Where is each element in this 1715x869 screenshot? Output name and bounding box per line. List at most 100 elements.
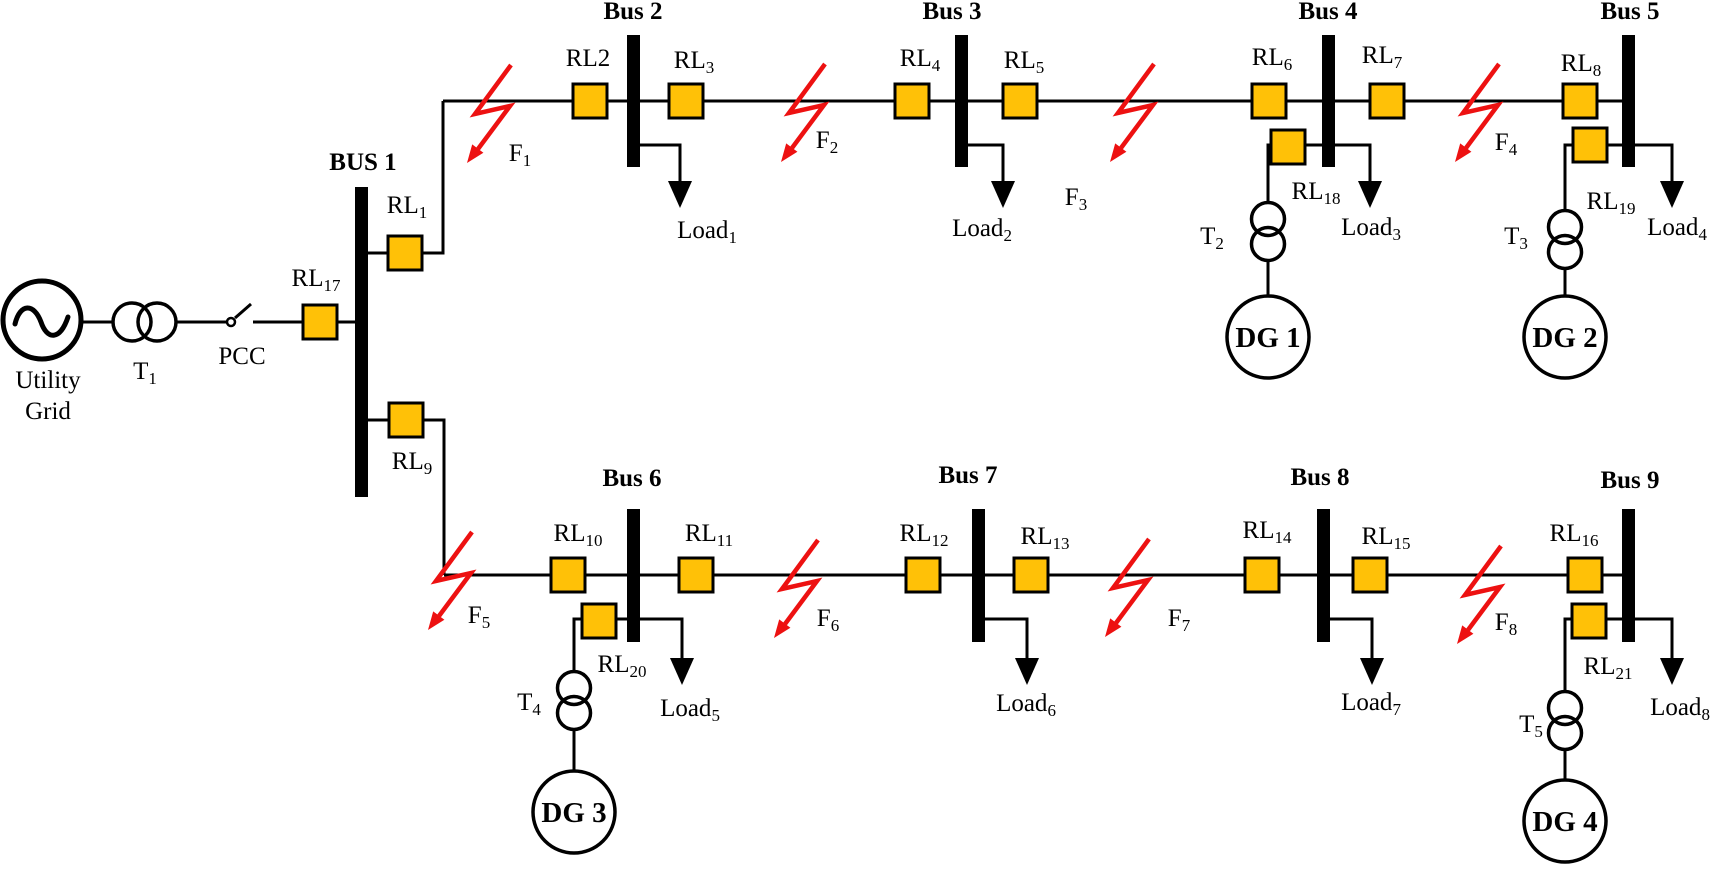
relay-RL17 <box>301 303 339 341</box>
load-5-label: Load5 <box>660 695 720 725</box>
fault-F1-bolt-icon <box>469 63 516 151</box>
load-2-label: Load2 <box>952 215 1012 245</box>
relay-RL5-label: RL5 <box>1004 47 1044 77</box>
relay-RL21 <box>1570 602 1608 640</box>
dg1-generator-icon <box>1225 294 1311 380</box>
fault-F5-arrowhead-icon <box>428 611 445 630</box>
relay-RL14 <box>1243 556 1281 594</box>
load-5: Load5 <box>634 617 720 725</box>
load-1-arrow-icon <box>668 181 692 208</box>
load-6-arrow-icon <box>1015 658 1039 685</box>
relay-RL7-label: RL7 <box>1362 42 1403 72</box>
bus-9-label: Bus 9 <box>1600 467 1659 494</box>
bus-2-label: Bus 2 <box>603 0 662 25</box>
fault-F1-label: F1 <box>509 140 531 170</box>
fault-F4-label: F4 <box>1495 129 1518 159</box>
bus-1-bar <box>355 187 368 497</box>
load-3-label: Load3 <box>1341 214 1401 244</box>
load-4: Load4 <box>1635 143 1707 244</box>
relay-RL18-label: RL18 <box>1292 178 1341 208</box>
fault-F4-bolt-icon <box>1457 62 1504 150</box>
relay-RL13-label: RL13 <box>1021 523 1070 553</box>
transformer-t1-coil-1 <box>111 301 153 343</box>
relay-RL3-label: RL3 <box>674 47 714 77</box>
fault-F6-bolt-icon <box>776 538 823 626</box>
bus-4-label: Bus 4 <box>1298 0 1358 25</box>
dg2-generator-icon <box>1522 294 1608 380</box>
relay-RL5 <box>1001 82 1039 120</box>
relay-RL9 <box>387 401 425 439</box>
relay-RL10 <box>549 556 587 594</box>
relay-RL11-label: RL11 <box>685 520 733 550</box>
transformer-t3-coil-1 <box>1546 208 1584 246</box>
dg-branches: T2 DG 1 T3 DG 2 T4 DG 3 T5 DG 4 <box>517 143 1622 864</box>
relay-RL9-label: RL9 <box>392 448 432 478</box>
load-1-line <box>634 143 682 183</box>
relays <box>301 82 1609 640</box>
relay-RL21-label: RL21 <box>1584 653 1633 683</box>
relay-RL8-label: RL8 <box>1561 50 1601 80</box>
fault-F8-bolt-icon <box>1459 544 1506 632</box>
dg1-label: DG 1 <box>1235 322 1300 354</box>
relay-labels: RL1 RL2 RL3 RL4 RL5 RL6 RL7 RL8 RL9 RL10… <box>292 42 1636 683</box>
bus-6-label: Bus 6 <box>602 465 661 492</box>
fault-F7-arrowhead-icon <box>1105 618 1122 637</box>
bus-9-bar <box>1622 509 1635 642</box>
dg3-generator-icon <box>531 769 617 855</box>
transformer-t1-label: T1 <box>133 358 157 388</box>
bus6-dg3-branch-line <box>572 617 634 771</box>
bus-7-bar <box>972 509 985 642</box>
relay-RL8 <box>1561 82 1599 120</box>
load-7: Load7 <box>1330 617 1401 719</box>
fault-F6 <box>774 538 823 638</box>
load-7-line <box>1330 617 1374 660</box>
fault-F4-arrowhead-icon <box>1455 143 1472 162</box>
fault-F5 <box>428 530 477 630</box>
transformer-t5-coil-2 <box>1546 714 1584 752</box>
fault-F1 <box>467 63 516 163</box>
dg2-label: DG 2 <box>1532 322 1597 354</box>
fault-F2 <box>781 62 830 162</box>
pcc-label: PCC <box>218 343 265 370</box>
load-4-label: Load4 <box>1647 214 1707 244</box>
load-4-line <box>1635 143 1674 183</box>
bus4-dg1-branch-line <box>1266 143 1322 296</box>
relay-RL15-label: RL15 <box>1362 523 1411 553</box>
relay-RL19 <box>1571 126 1609 164</box>
transformer-t4-coil-1 <box>555 669 593 707</box>
load-7-arrow-icon <box>1360 658 1384 685</box>
load-3-arrow-icon <box>1358 181 1382 208</box>
rl9-dropper-line <box>423 418 446 575</box>
load-3: Load3 <box>1335 143 1401 244</box>
pcc-switch-hinge-icon <box>225 316 237 328</box>
bus-7-label: Bus 7 <box>938 462 997 489</box>
load-5-line <box>634 617 684 660</box>
load-6-label: Load6 <box>996 690 1056 720</box>
bus-3-label: Bus 3 <box>922 0 981 25</box>
bus-1-label: BUS 1 <box>329 149 396 176</box>
fault-F2-arrowhead-icon <box>781 143 798 162</box>
transformer-t3-label: T3 <box>1504 223 1528 253</box>
fault-F5-bolt-icon <box>430 530 477 618</box>
fault-F5-label: F5 <box>468 602 490 632</box>
load-1-label: Load1 <box>677 217 737 247</box>
loads: Load1 Load2 Load3 Load4 Load5 Load6 <box>634 143 1710 725</box>
fault-F7-bolt-icon <box>1107 537 1154 625</box>
load-2: Load2 <box>952 143 1015 245</box>
dg4-label: DG 4 <box>1532 806 1597 838</box>
relay-RL16 <box>1566 556 1604 594</box>
transformer-t1: T1 <box>111 301 178 388</box>
transformer-t5-label: T5 <box>1519 711 1543 741</box>
rl1-riser-line <box>422 101 445 255</box>
load-5-arrow-icon <box>670 658 694 685</box>
bus-2-bar <box>627 35 640 167</box>
fault-F7 <box>1105 537 1154 637</box>
relay-RL15 <box>1351 556 1389 594</box>
transformer-t2-label: T2 <box>1200 223 1224 253</box>
pcc-switch: PCC <box>218 302 266 370</box>
fault-F3-label: F3 <box>1065 184 1087 214</box>
fault-F2-label: F2 <box>816 127 838 157</box>
relay-RL1 <box>386 234 424 272</box>
